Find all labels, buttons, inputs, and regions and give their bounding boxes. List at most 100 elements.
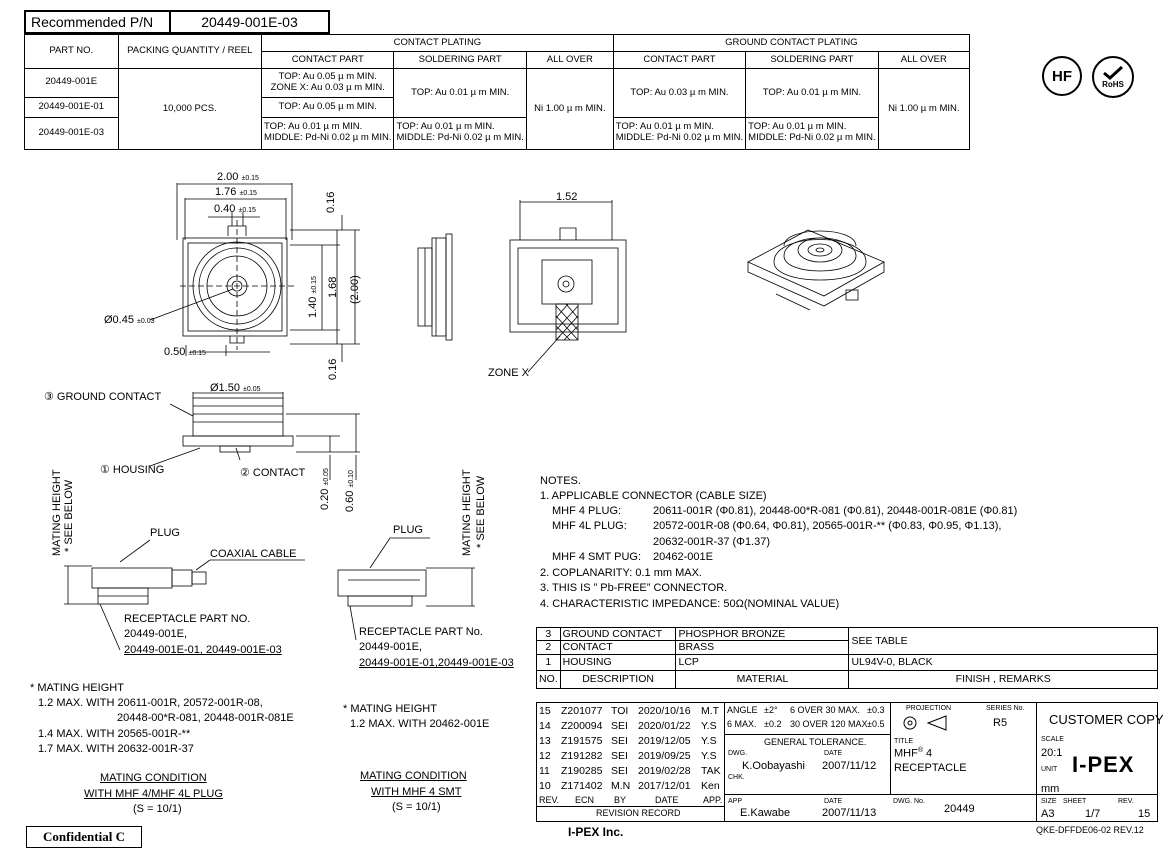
mating-left-cond2: WITH MHF 4/MHF 4L PLUG xyxy=(84,788,223,800)
tb-date-lbl2: DATE xyxy=(824,798,843,805)
rohs-badge-icon: RoHS xyxy=(1092,56,1134,98)
label-contact: ② CONTACT xyxy=(240,467,306,479)
cell-g-solder-3: TOP: Au 0.01 µ m MIN.MIDDLE: Pd-Ni 0.02 … xyxy=(745,116,879,151)
mating-view-right xyxy=(337,537,475,641)
recommended-pn-label: Recommended P/N xyxy=(26,12,171,32)
recommended-pn-value: 20449-001E-03 xyxy=(201,14,298,30)
tb-rev-lbl: REV. xyxy=(1118,798,1134,805)
revision-app: Y.S xyxy=(701,735,717,747)
revision-rev: 14 xyxy=(539,720,551,732)
bom-fin-3: SEE TABLE xyxy=(848,627,1158,655)
tb-dwg: DWG. xyxy=(728,750,748,757)
title-block-frame xyxy=(536,702,1158,822)
rev-h-rev: REV. xyxy=(539,795,560,805)
tb-app-date: 2007/11/13 xyxy=(822,807,877,819)
label-receptacle-left-3: 20449-001E-01, 20449-001E-03 xyxy=(124,644,282,656)
dim-0-60: 0.60 ±0.10 xyxy=(344,470,356,512)
revision-by: SEI xyxy=(611,735,628,747)
revision-app: Y.S xyxy=(701,720,717,732)
note-1b-value2: 20632-001R-37 (Φ1.37) xyxy=(653,536,771,548)
revision-rev: 13 xyxy=(539,735,551,747)
mating-left-cond1: MATING CONDITION xyxy=(100,772,207,784)
tb-title-2: RECEPTACLE xyxy=(894,762,967,774)
recommended-pn-box: Recommended P/N 20449-001E-03 xyxy=(24,10,330,34)
tb-rev: 15 xyxy=(1138,808,1151,820)
tb-title-lbl: TITLE xyxy=(894,738,914,745)
revision-by: M.N xyxy=(611,780,631,792)
bom-no-3: 3 xyxy=(536,626,561,642)
note-2: 2. COPLANARITY: 0.1 mm MAX. xyxy=(540,567,702,579)
label-plug-left: PLUG xyxy=(150,527,180,539)
revision-by: SEI xyxy=(611,750,628,762)
note-1b-value: 20572-001R-08 (Φ0.64, Φ0.81), 20565-001R… xyxy=(653,520,1002,532)
isometric-view xyxy=(747,229,885,311)
dim-2-00: 2.00 ±0.15 xyxy=(217,171,259,183)
rev-h-date: DATE xyxy=(655,795,679,805)
revision-date: 2020/01/22 xyxy=(638,720,691,732)
dim-0-20: 0.20 ±0.05 xyxy=(319,468,331,510)
cell-c-solder-3: TOP: Au 0.01 µ m MIN.MIDDLE: Pd-Ni 0.02 … xyxy=(393,116,527,151)
dim-1-40: 1.40 ±0.15 xyxy=(307,276,319,318)
label-housing: ① HOUSING xyxy=(100,464,165,476)
notes-title: NOTES. xyxy=(540,475,581,487)
revision-ecn: Z191282 xyxy=(561,750,603,762)
revision-ecn: Z171402 xyxy=(561,780,603,792)
tb-unit: mm xyxy=(1041,783,1060,795)
dim-0-16-top: 0.16 xyxy=(325,191,337,213)
revision-app: TAK xyxy=(701,765,721,777)
revision-app: Y.S xyxy=(701,750,717,762)
tb-dwg-no: 20449 xyxy=(944,803,975,815)
revision-by: SEI xyxy=(611,720,628,732)
tb-divider-2 xyxy=(724,794,1158,795)
revision-rev: 10 xyxy=(539,780,551,792)
revision-by: SEI xyxy=(611,765,628,777)
note-1a-key: MHF 4 PLUG: xyxy=(552,505,622,517)
tb-size: A3 xyxy=(1041,808,1055,820)
revision-ecn: Z191575 xyxy=(561,735,603,747)
mating-left-line1: 1.2 MAX. WITH 20611-001R, 20572-001R-08, xyxy=(38,697,263,709)
bom-h-desc: DESCRIPTION xyxy=(559,669,677,690)
bom-h-mat: MATERIAL xyxy=(675,669,850,690)
note-4: 4. CHARACTERISTIC IMPEDANCE: 50Ω(NOMINAL… xyxy=(540,598,840,610)
tb-app-name: E.Kawabe xyxy=(740,807,791,819)
checkmark-icon xyxy=(1103,65,1124,80)
revision-app: Ken xyxy=(701,780,720,792)
note-1: 1. APPLICABLE CONNECTOR (CABLE SIZE) xyxy=(540,490,767,502)
bom-fin-1: UL94V-0, BLACK xyxy=(848,653,1158,671)
tb-size-lbl: SIZE xyxy=(1041,798,1057,805)
tb-six-over-30: 6 OVER 30 MAX. xyxy=(790,705,861,715)
cell-g-all-over: Ni 1.00 µ m MIN. xyxy=(877,68,971,150)
confidential-stamp: Confidential C xyxy=(26,826,142,848)
tb-angle: ANGLE xyxy=(727,705,758,715)
mating-right-cond3: (S = 10/1) xyxy=(392,801,441,813)
mating-left-title: * MATING HEIGHT xyxy=(30,682,124,694)
projection-symbol-icon xyxy=(903,715,947,731)
rev-h-record: REVISION RECORD xyxy=(596,808,681,818)
note-1b-key: MHF 4L PLUG: xyxy=(552,520,627,532)
mating-right-cond1: MATING CONDITION xyxy=(360,770,467,782)
dim-diameter-0-45: Ø0.45 ±0.03 xyxy=(104,314,155,326)
bom-no-1: 1 xyxy=(536,653,561,671)
label-coaxial-cable: COAXIAL CABLE xyxy=(210,548,297,560)
bom-desc-1: HOUSING xyxy=(559,653,677,671)
label-plug-right: PLUG xyxy=(393,524,423,536)
bottom-view xyxy=(509,200,627,373)
mating-left-line4: 1.7 MAX. WITH 20632-001R-37 xyxy=(38,743,194,755)
label-receptacle-right-1: RECEPTACLE PART No. xyxy=(359,626,483,638)
revision-date: 2019/09/25 xyxy=(638,750,691,762)
side-view xyxy=(417,233,453,341)
tb-sheet-lbl: SHEET xyxy=(1063,798,1087,805)
note-1c-key: MHF 4 SMT PUG: xyxy=(552,551,642,563)
dim-1-52: 1.52 xyxy=(556,191,578,203)
tb-pm02: ±0.2 xyxy=(764,719,782,729)
tb-date-lbl: DATE xyxy=(824,750,843,757)
label-see-below-left: * SEE BELOW xyxy=(63,479,75,552)
bom-desc-2: CONTACT xyxy=(559,640,677,655)
revision-app: M.T xyxy=(701,705,720,717)
tb-app: APP xyxy=(728,798,743,805)
revision-by: TOI xyxy=(611,705,629,717)
tb-customer-copy: CUSTOMER COPY xyxy=(1049,712,1164,727)
tb-angle-v: ±2° xyxy=(764,705,778,715)
dim-1-68: 1.68 xyxy=(327,276,339,298)
revision-rev: 12 xyxy=(539,750,551,762)
